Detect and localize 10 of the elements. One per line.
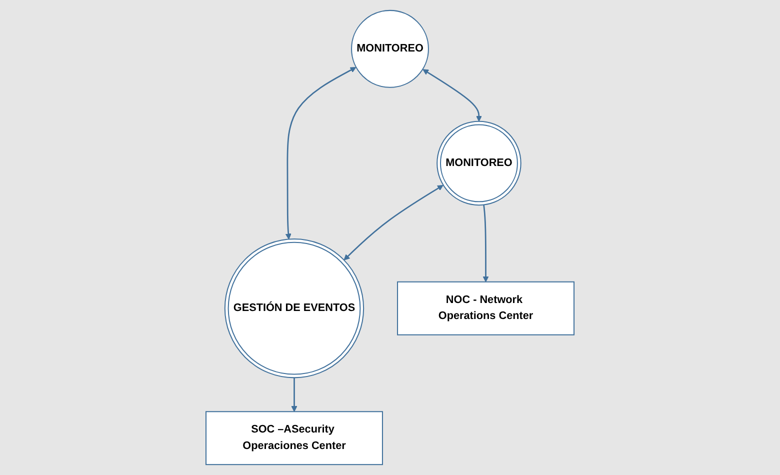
node-circle: MONITOREO: [351, 10, 429, 88]
arrow: [344, 185, 444, 260]
arrow: [482, 204, 489, 282]
node-circle: MONITOREO: [436, 120, 522, 206]
arrow: [291, 378, 298, 412]
node-box: SOC –ASecurity Operaciones Center: [206, 411, 383, 466]
node-box: NOC - Network Operations Center: [397, 281, 574, 336]
arrow: [422, 69, 482, 122]
arrow: [285, 67, 356, 240]
node-circle: GESTIÓN DE EVENTOS: [224, 238, 364, 378]
